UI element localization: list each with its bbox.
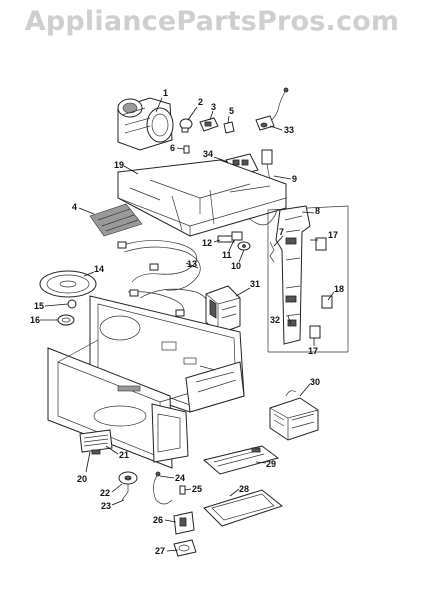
callout-12: 12 [202, 238, 212, 248]
door-handle[interactable] [173, 539, 197, 557]
fan-motor-assembly[interactable] [117, 97, 174, 151]
high-voltage-transformer[interactable] [205, 285, 241, 335]
callout-7: 7 [279, 227, 284, 237]
callout-25: 25 [192, 484, 202, 494]
hinge-bracket[interactable] [173, 511, 195, 535]
callout-11: 11 [222, 250, 232, 260]
callout-26: 26 [153, 515, 163, 525]
callout-10: 10 [231, 261, 241, 271]
callout-34: 34 [203, 149, 213, 159]
callout-22: 22 [100, 488, 110, 498]
callout-labels: 1 2 3 4 5 6 7 8 9 10 11 12 13 14 15 16 1… [30, 88, 344, 556]
callout-1: 1 [163, 88, 168, 98]
cavity-back-panel[interactable] [185, 361, 245, 413]
callout-17-upper: 17 [328, 230, 338, 240]
thermal-fuse-wire[interactable] [153, 471, 173, 505]
interlock-switch-upper[interactable] [315, 237, 327, 251]
callout-27: 27 [155, 546, 165, 556]
callout-4: 4 [72, 202, 77, 212]
watermark: AppliancePartsPros.com [24, 6, 400, 37]
callout-16: 16 [30, 315, 40, 325]
callout-30: 30 [310, 377, 320, 387]
callout-14: 14 [94, 264, 104, 274]
callout-15: 15 [34, 301, 44, 311]
turntable-coupler[interactable] [67, 299, 77, 309]
turntable-tray[interactable] [39, 270, 97, 298]
control-panel-box [267, 205, 349, 353]
bottom-plate[interactable] [202, 445, 280, 475]
door-latch-assembly[interactable] [275, 205, 311, 345]
bulb-socket[interactable] [199, 117, 219, 132]
latch-spring[interactable] [269, 241, 275, 263]
callout-8: 8 [315, 206, 320, 216]
interlock-switch-middle[interactable] [321, 295, 333, 309]
thermostat[interactable] [237, 241, 251, 251]
socket-clip[interactable] [223, 121, 235, 134]
callout-28: 28 [239, 484, 249, 494]
turntable-motor[interactable] [118, 471, 138, 501]
callout-23: 23 [101, 501, 111, 511]
fuse-holder[interactable] [231, 231, 243, 241]
chassis-base[interactable] [117, 159, 287, 237]
callout-21: 21 [119, 450, 129, 460]
charcoal-filter[interactable] [203, 489, 284, 527]
callout-33: 33 [284, 125, 294, 135]
mounting-screw[interactable] [179, 485, 186, 495]
callout-24: 24 [175, 473, 185, 483]
wire-harness[interactable] [117, 240, 208, 317]
callout-32: 32 [270, 315, 280, 325]
callout-19: 19 [114, 160, 124, 170]
vent-grille[interactable] [79, 429, 113, 455]
callout-31: 31 [250, 279, 260, 289]
callout-20: 20 [77, 474, 87, 484]
interlock-switch-lower[interactable] [309, 325, 321, 339]
callout-2: 2 [198, 97, 203, 107]
roller-ring[interactable] [57, 314, 75, 326]
leader-lines [40, 97, 335, 552]
callout-9: 9 [292, 174, 297, 184]
cavity-front-frame[interactable] [47, 339, 207, 469]
screw[interactable] [183, 145, 190, 154]
callout-29: 29 [266, 459, 276, 469]
callout-3: 3 [211, 102, 216, 112]
callout-18: 18 [334, 284, 344, 294]
callout-6: 6 [170, 143, 175, 153]
thermal-cutout[interactable] [255, 87, 289, 131]
magnetron[interactable] [269, 390, 319, 441]
grease-filter[interactable] [89, 203, 143, 237]
cavity-side-panel[interactable] [151, 403, 189, 463]
callout-5: 5 [229, 106, 234, 116]
callout-13: 13 [187, 259, 197, 269]
callout-17-lower: 17 [308, 346, 318, 356]
light-bulb[interactable] [179, 118, 193, 133]
